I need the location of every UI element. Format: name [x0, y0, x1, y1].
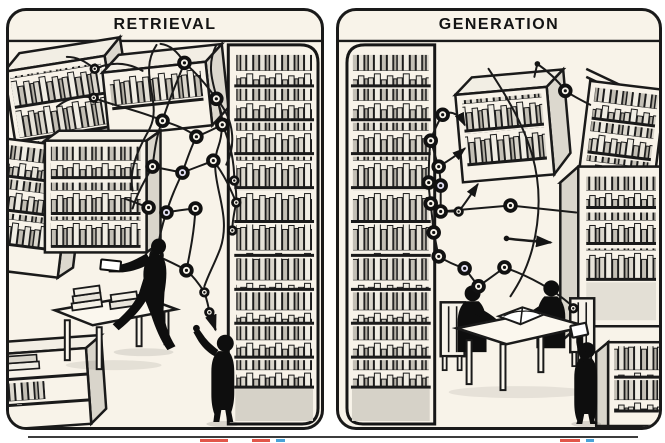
small-bookshelf [594, 339, 659, 427]
arrow-into-cabinet [505, 235, 553, 248]
retrieval-panel: RETRIEVAL [6, 8, 324, 430]
seated-person-left [457, 285, 499, 353]
generation-panel: GENERATION [336, 8, 662, 430]
artifact-dash [200, 439, 228, 442]
bookshelf-center-cabinet [40, 128, 165, 255]
stacked-books [70, 284, 140, 312]
walking-reader-silhouette [99, 238, 176, 357]
open-book [495, 306, 548, 326]
tall-bookshelf [226, 43, 320, 426]
artifact-dash [252, 439, 270, 442]
bookshelf-mid-box [99, 41, 230, 138]
retrieval-title: RETRIEVAL [113, 16, 217, 33]
box-bookshelf [452, 66, 572, 184]
cabinet-bottom-left [9, 332, 108, 427]
generation-title: GENERATION [438, 16, 560, 33]
bottom-floor-line [28, 436, 638, 438]
tall-bookshelf [345, 43, 437, 426]
card-in-hand [569, 321, 590, 339]
standing-person-with-card [569, 321, 602, 427]
book-in-hands [99, 258, 123, 273]
discussion-group [439, 280, 596, 399]
generation-scene [339, 39, 659, 427]
reading-table [50, 284, 182, 371]
retrieval-scene [9, 34, 321, 427]
artifact-dash [276, 439, 285, 442]
standing-person-silhouette [193, 324, 241, 427]
artifact-dash [560, 439, 580, 442]
artifact-dash [586, 439, 594, 442]
